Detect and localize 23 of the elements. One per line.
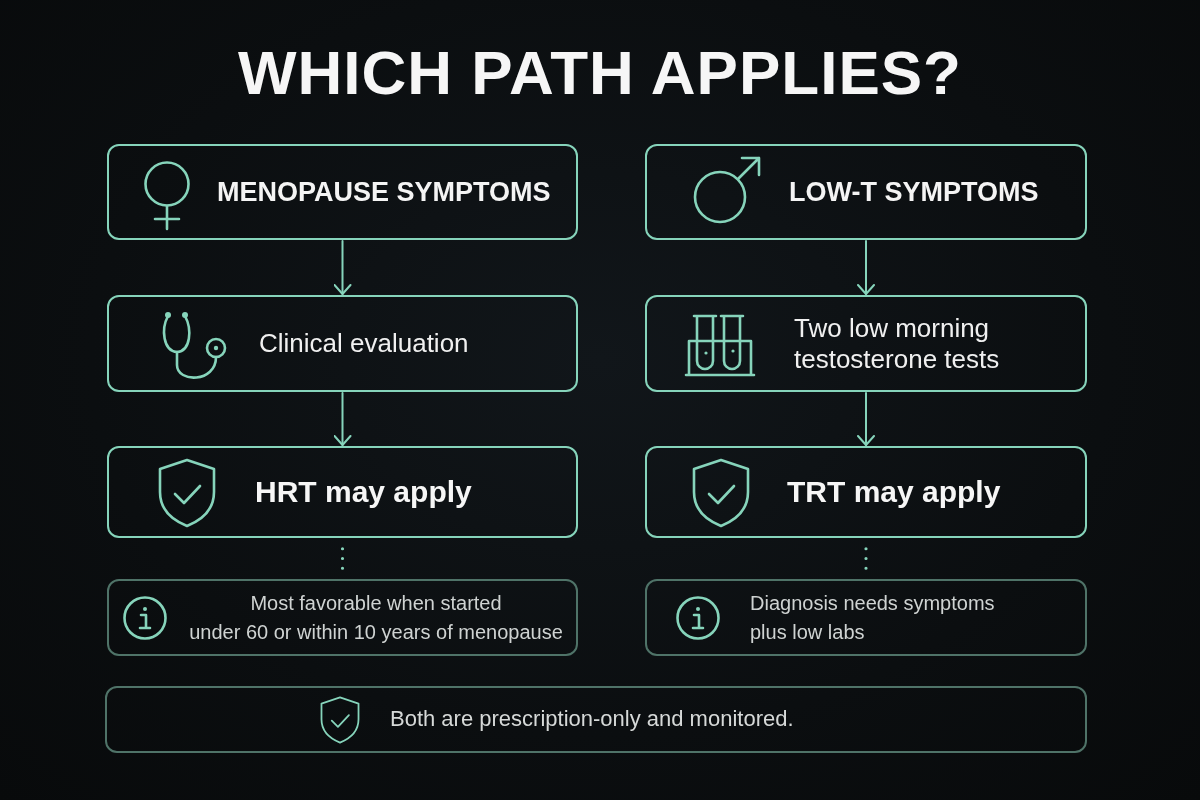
summary-box xyxy=(105,686,1087,753)
arrow xyxy=(857,392,875,446)
title: WHICH PATH APPLIES? xyxy=(238,42,962,104)
step-title: MENOPAUSE SYMPTOMS xyxy=(217,175,551,209)
note-box xyxy=(645,579,1087,656)
process-box xyxy=(645,295,1087,392)
arrow xyxy=(333,240,352,295)
note-text: Diagnosis needs symptoms plus low labs xyxy=(750,590,996,645)
symptom-box xyxy=(645,144,1087,240)
arrow xyxy=(857,240,875,295)
outcome-box xyxy=(645,446,1087,538)
arrow xyxy=(333,392,352,446)
step-label: Clinical evaluation xyxy=(259,328,469,359)
step-title: LOW-T SYMPTOMS xyxy=(789,175,1039,209)
note-box xyxy=(107,579,578,656)
step-title: HRT may apply xyxy=(255,474,472,510)
symptom-box xyxy=(107,144,578,240)
outcome-box xyxy=(107,446,578,538)
step-label: Two low morning testosterone tests xyxy=(794,313,1001,374)
summary-text: Both are prescription-only and monitored. xyxy=(390,706,794,733)
step-title: TRT may apply xyxy=(787,474,1001,510)
process-box xyxy=(107,295,578,392)
note-text: Most favorable when started under 60 or within 10 years of menopause xyxy=(188,590,564,645)
